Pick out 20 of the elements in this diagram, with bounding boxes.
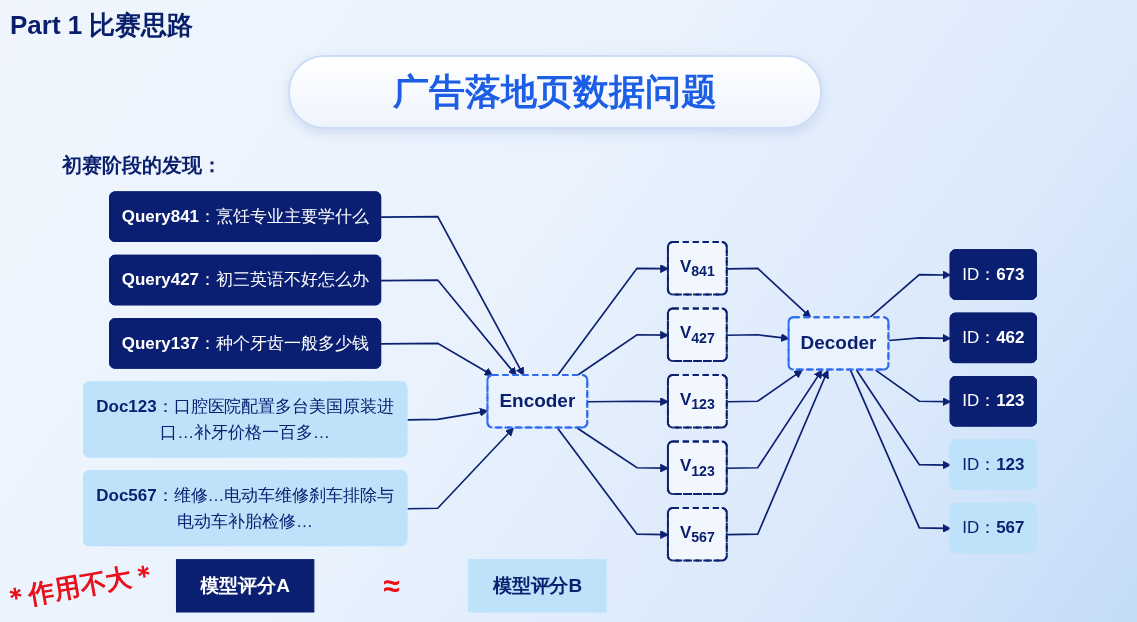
arrow [849, 369, 952, 533]
title: 广告落地页数据问题 [393, 69, 717, 114]
approx-sign: ≈ [383, 570, 400, 601]
stamp-note: ＊作用不大＊ [1, 559, 160, 613]
arrow [726, 369, 829, 536]
arrow [855, 369, 952, 470]
arrow [868, 270, 952, 319]
arrow [380, 215, 525, 376]
arrow [726, 369, 803, 403]
node-box: 模型评分A [175, 559, 315, 613]
section-heading: Part 1 比赛思路 [10, 9, 194, 42]
arrow [726, 369, 823, 470]
arrow [874, 369, 952, 406]
node-box: 模型评分B [468, 559, 607, 613]
arrow [888, 333, 952, 343]
arrow [380, 279, 517, 376]
subheading: 初赛阶段的发现： [62, 153, 222, 178]
arrow [380, 342, 494, 376]
arrow [726, 267, 812, 319]
arrow [406, 427, 514, 510]
